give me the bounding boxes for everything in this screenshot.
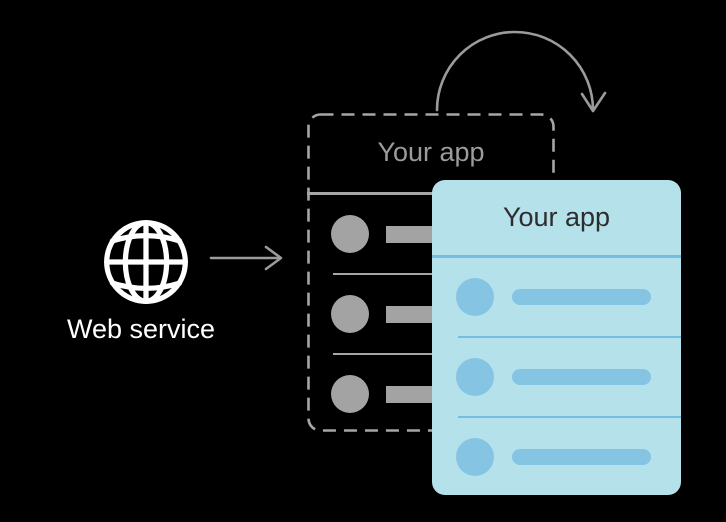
arrow-right-icon: [209, 245, 283, 271]
app-row-separator: [458, 336, 681, 338]
placeholder-avatar: [331, 295, 369, 333]
app-card-title: Your app: [502, 202, 611, 232]
placeholder-avatar: [456, 358, 494, 396]
ghost-header-divider: [307, 192, 555, 195]
placeholder-text-bar: [512, 369, 651, 385]
app-card-header: Your app: [432, 180, 681, 255]
placeholder-text-bar: [512, 289, 651, 305]
placeholder-avatar: [331, 215, 369, 253]
placeholder-avatar: [456, 278, 494, 316]
app-list-item: [432, 258, 681, 336]
your-app-card: Your app: [432, 180, 681, 495]
ghost-card-header: Your app: [307, 113, 555, 192]
ghost-card-title: Your app: [377, 137, 485, 167]
app-list-item: [432, 418, 681, 495]
curved-refresh-arrow-icon: [435, 30, 607, 113]
placeholder-text-bar: [512, 449, 651, 465]
placeholder-avatar: [456, 438, 494, 476]
placeholder-avatar: [331, 375, 369, 413]
app-list-item: [432, 338, 681, 416]
web-service-label: Web service: [66, 314, 216, 344]
app-header-divider: [432, 255, 681, 258]
app-row-separator: [458, 416, 681, 418]
globe-icon: [104, 220, 188, 304]
